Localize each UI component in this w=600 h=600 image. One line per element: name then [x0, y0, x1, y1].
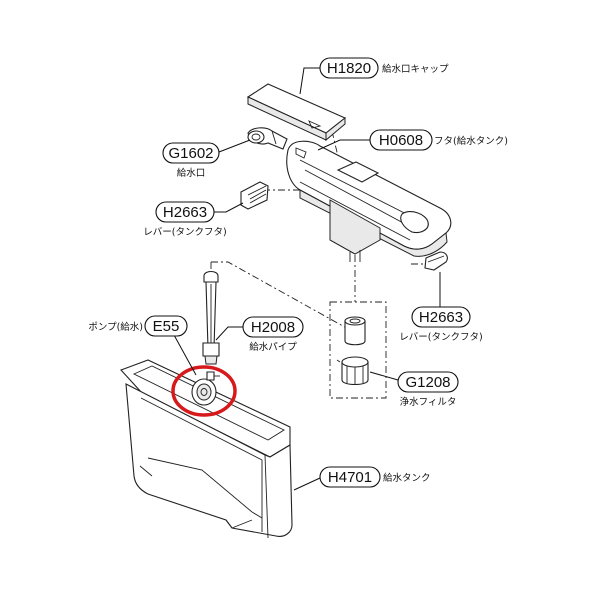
name-text: フタ(給水タンク): [434, 135, 508, 147]
code-badge: [319, 57, 379, 79]
code-text: H2663: [163, 204, 207, 221]
filter-part: [336, 316, 369, 386]
tank-part: [120, 359, 293, 539]
lever-left-part: [240, 181, 269, 210]
code-text: H0608: [379, 132, 423, 149]
name-text: 浄水フィルタ: [400, 396, 457, 408]
guide-cap-to-lid: [331, 130, 341, 166]
code-badge: [369, 129, 433, 151]
label-h1820: H1820 給水口キャップ: [319, 57, 449, 79]
label-h2663-right: H2663 レバー(タンクフタ): [399, 306, 483, 343]
name-text: 給水タンク: [383, 472, 431, 484]
label-g1208: G1208 浄水フィルタ: [397, 371, 459, 408]
cap-part: [246, 83, 347, 142]
label-h4701: H4701 給水タンク: [319, 466, 431, 488]
code-text: H2008: [251, 319, 295, 336]
name-text: 給水口: [177, 167, 206, 179]
label-h0608: H0608 フタ(給水タンク): [369, 129, 508, 151]
lid-part: [286, 140, 452, 262]
pipe-part: [202, 270, 220, 365]
name-text: レバー(タンクフタ): [143, 227, 226, 238]
pump-part: [191, 371, 220, 406]
label-g1602: G1602 給水口: [162, 142, 220, 179]
name-text: 給水パイプ: [249, 341, 297, 353]
name-text: 給水口キャップ: [382, 63, 449, 75]
label-e55: E55 ポンプ(給水): [88, 315, 188, 337]
code-badge: [242, 316, 304, 338]
label-h2008: H2008 給水パイプ: [242, 316, 304, 353]
code-badge: [162, 142, 220, 164]
code-badge: [144, 315, 188, 337]
code-text: G1208: [405, 374, 450, 391]
label-h2663-left: H2663 レバー(タンクフタ): [143, 201, 227, 238]
name-text: ポンプ(給水): [88, 321, 143, 333]
code-text: H2663: [419, 309, 463, 326]
guide-pipe-to-lid: [211, 261, 351, 331]
filter-group-box: [329, 301, 387, 399]
code-text: H1820: [327, 60, 371, 77]
code-text: E55: [153, 318, 180, 335]
inlet-part: [247, 127, 288, 150]
code-badge: [155, 201, 215, 223]
code-badge: [411, 306, 471, 328]
name-text: レバー(タンクフタ): [399, 332, 482, 343]
leader-lines: [173, 67, 441, 491]
code-text: H4701: [328, 469, 372, 486]
code-badge: [397, 371, 459, 393]
pump-highlight-circle: [171, 365, 237, 417]
code-text: G1602: [168, 145, 213, 162]
code-badge: [319, 466, 381, 488]
lever-right-part: [424, 251, 448, 271]
